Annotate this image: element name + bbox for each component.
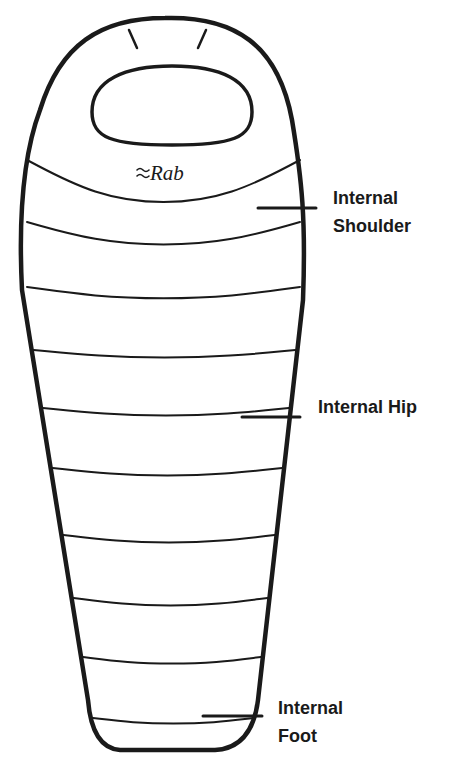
baffle-line xyxy=(83,657,261,664)
drawcord-mark xyxy=(198,30,206,48)
baffle-line xyxy=(63,535,274,542)
leader-line xyxy=(203,715,262,718)
part-label: Internal Shoulder xyxy=(333,184,438,240)
baffle-line xyxy=(93,718,254,724)
baffle-line xyxy=(53,468,282,475)
part-label: Internal Hip xyxy=(318,393,423,421)
brand-logo: Rab xyxy=(150,161,184,185)
leader-line xyxy=(242,416,300,419)
baffle-line xyxy=(74,598,268,605)
baffle-line xyxy=(27,287,300,298)
baffle-line xyxy=(27,222,300,244)
leader-line xyxy=(258,207,316,210)
part-label: Internal Foot xyxy=(278,694,383,750)
logo-wave xyxy=(137,169,149,178)
baffle-line xyxy=(34,350,296,357)
baffle-line xyxy=(27,160,300,202)
drawcord-mark xyxy=(129,30,137,48)
baffle-line xyxy=(43,408,289,415)
hood-opening xyxy=(92,66,252,145)
bag-outline xyxy=(21,18,304,750)
